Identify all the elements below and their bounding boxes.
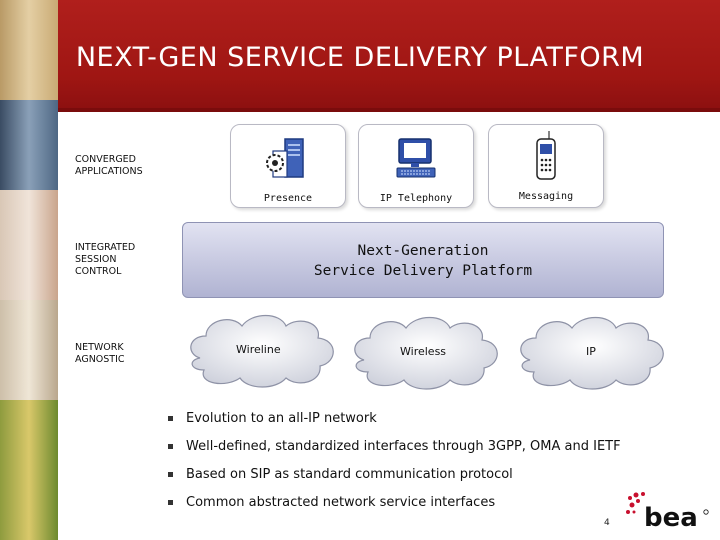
platform-label: Next-Generation Service Delivery Platfor… [183, 241, 663, 281]
server-gear-icon [261, 137, 315, 181]
bullet-text: Based on SIP as standard communication p… [186, 467, 513, 482]
header-banner-shadow [58, 108, 720, 112]
bullet-list: Evolution to an all-IP network Well-defi… [166, 411, 621, 523]
app-card-messaging: Messaging [488, 124, 604, 208]
app-label-ip-telephony: IP Telephony [359, 193, 473, 204]
list-item: Based on SIP as standard communication p… [166, 467, 621, 495]
bullet-text: Evolution to an all-IP network [186, 411, 377, 426]
network-label-wireless: Wireless [400, 345, 446, 358]
network-label-wireline: Wireline [236, 343, 281, 356]
list-item: Evolution to an all-IP network [166, 411, 621, 439]
bea-logo-text: bea [644, 503, 698, 533]
page-number: 4 [604, 518, 610, 528]
row-label-integrated-session-control: INTEGRATED SESSION CONTROL [75, 242, 135, 278]
row-label-converged-applications: CONVERGED APPLICATIONS [75, 154, 143, 178]
bea-logo: bea [624, 490, 714, 534]
list-item: Common abstracted network service interf… [166, 495, 621, 523]
decorative-photo-stripe [0, 0, 58, 540]
mobile-phone-icon [529, 129, 563, 181]
computer-icon [393, 137, 439, 181]
bullet-marker [168, 472, 173, 477]
network-label-ip: IP [586, 345, 596, 358]
bullet-text: Common abstracted network service interf… [186, 495, 495, 510]
page-title: NEXT-GEN SERVICE DELIVERY PLATFORM [0, 42, 720, 73]
bullet-marker [168, 444, 173, 449]
app-card-ip-telephony: IP Telephony [358, 124, 474, 208]
app-card-presence: Presence [230, 124, 346, 208]
bullet-text: Well-defined, standardized interfaces th… [186, 439, 621, 454]
bullet-marker [168, 416, 173, 421]
app-label-presence: Presence [231, 193, 345, 204]
service-delivery-platform-bar: Next-Generation Service Delivery Platfor… [182, 222, 664, 298]
list-item: Well-defined, standardized interfaces th… [166, 439, 621, 467]
app-label-messaging: Messaging [489, 191, 603, 202]
bullet-marker [168, 500, 173, 505]
row-label-network-agnostic: NETWORK AGNOSTIC [75, 342, 125, 366]
